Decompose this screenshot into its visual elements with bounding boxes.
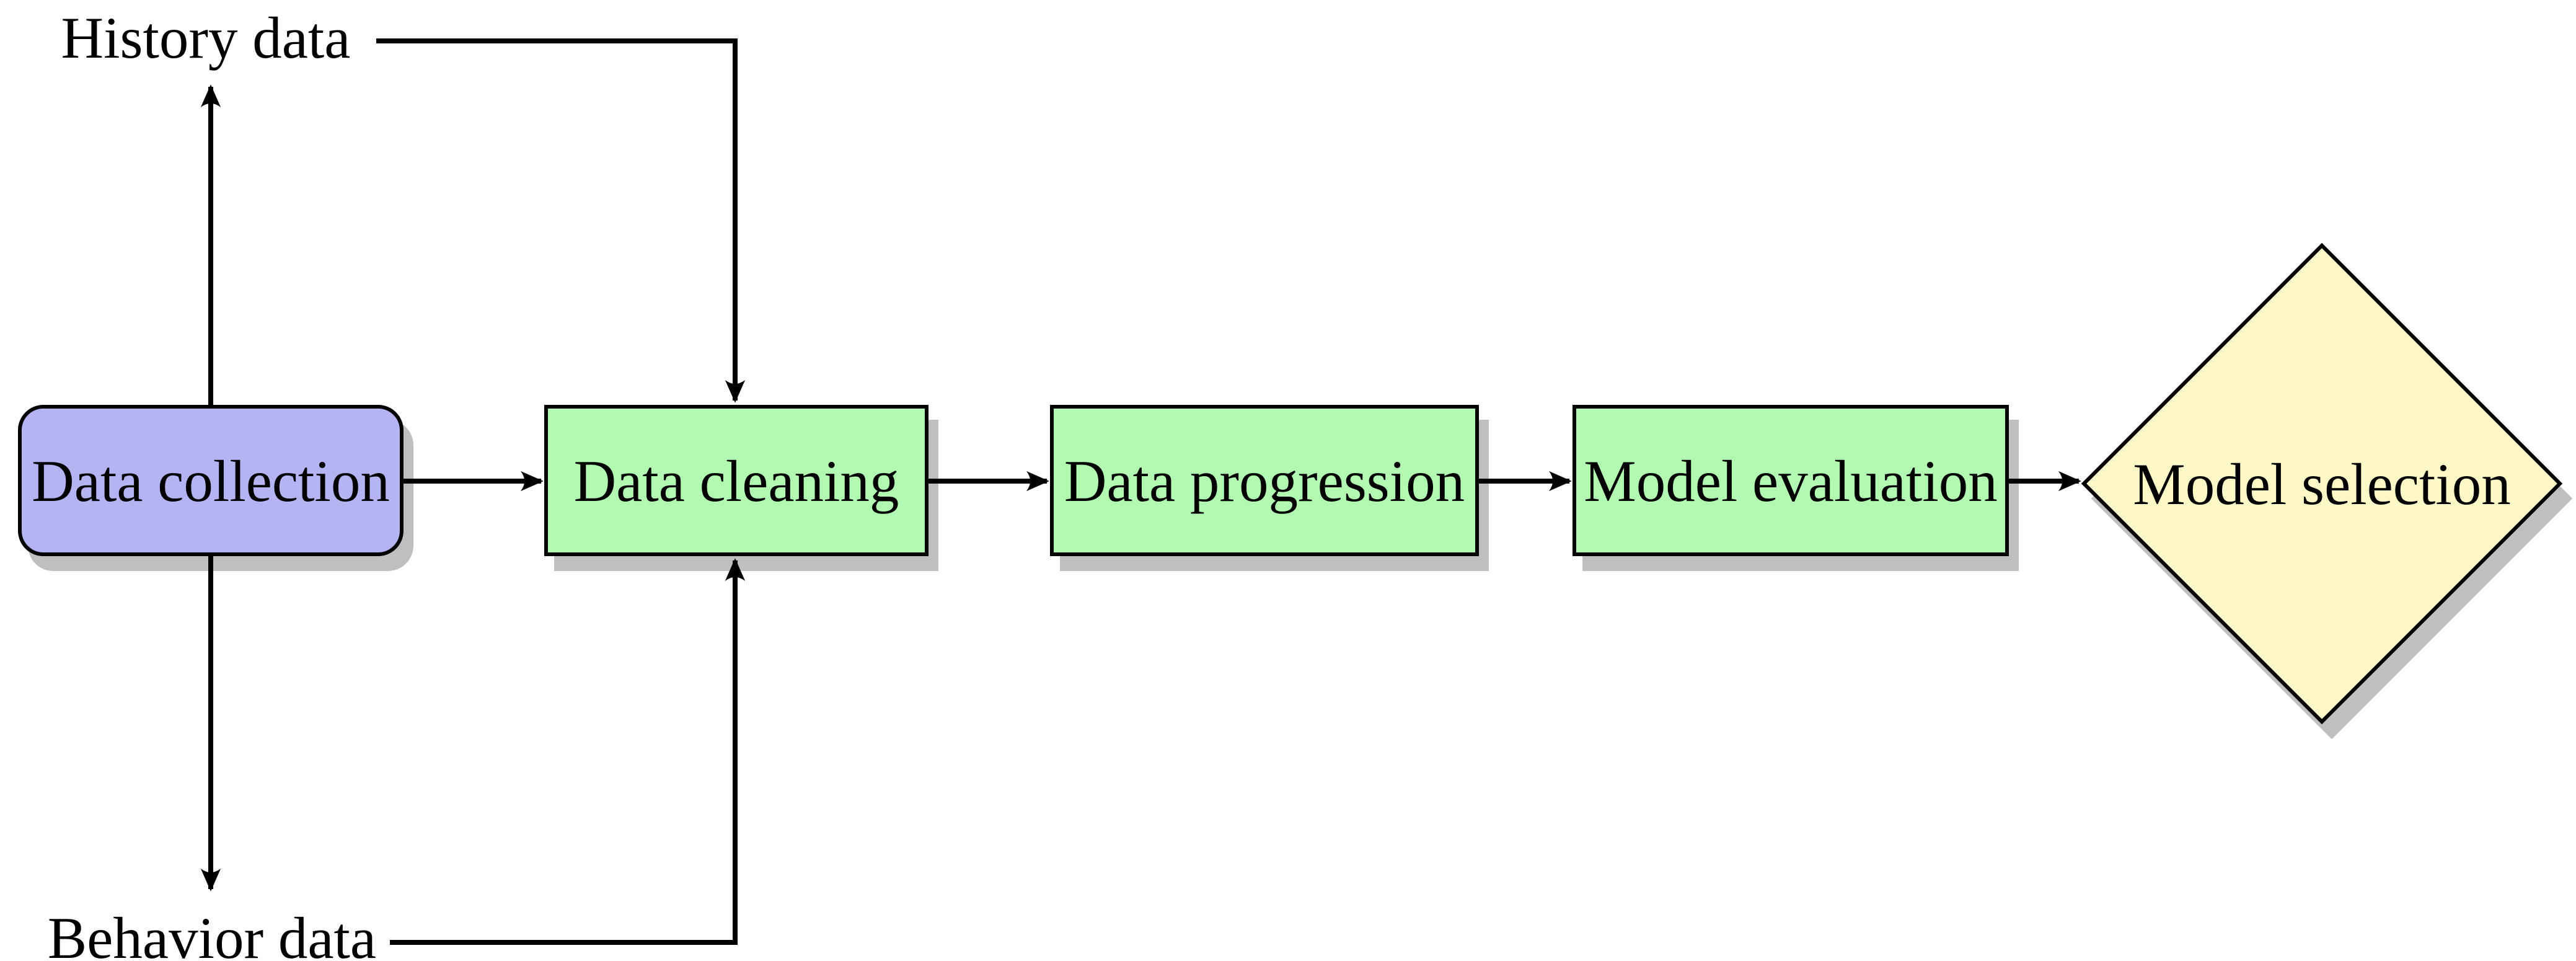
edge-behavior-to-cleaning: [390, 558, 746, 945]
data-cleaning-label: Data cleaning: [574, 448, 899, 514]
history-data-label: History data: [61, 5, 351, 71]
node-model-evaluation: [1573, 405, 2009, 556]
node-model-selection: [2081, 242, 2563, 725]
edges: [200, 38, 2081, 945]
node-data-cleaning: [544, 405, 929, 556]
model-evaluation-box: [1573, 405, 2009, 556]
model-selection-diamond: [2081, 242, 2563, 725]
model-evaluation-label: Model evaluation: [1584, 448, 1997, 514]
data-cleaning-box: [544, 405, 929, 556]
model-selection-label: Model selection: [2133, 451, 2510, 517]
node-data-progression: [1050, 405, 1479, 556]
behavior-data-label: Behavior data: [48, 905, 376, 961]
edge-history-to-cleaning: [376, 38, 746, 403]
data-progression-box: [1050, 405, 1479, 556]
data-progression-label: Data progression: [1064, 448, 1465, 514]
labels: History data Behavior data Data collecti…: [32, 5, 2511, 961]
data-collection-label: Data collection: [32, 448, 390, 514]
